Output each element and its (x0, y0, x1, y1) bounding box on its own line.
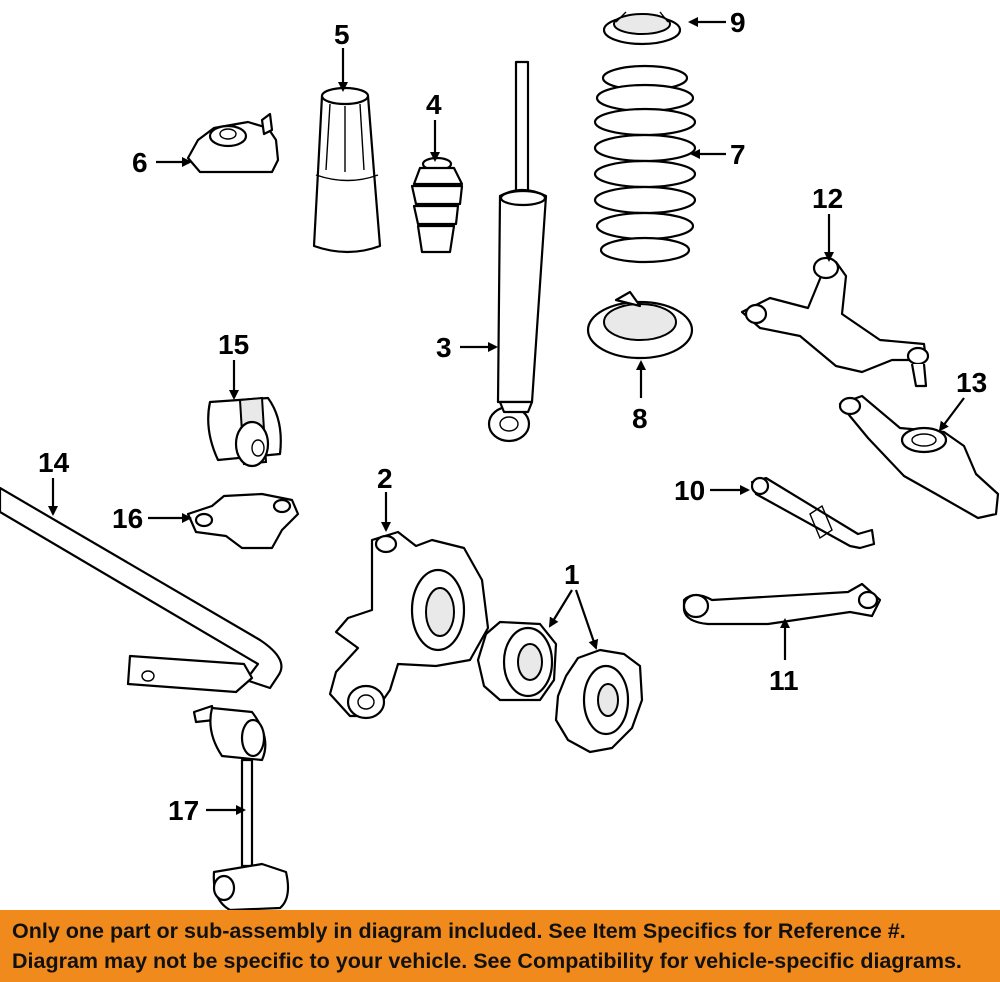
disclaimer-line-2: Diagram may not be specific to your vehi… (12, 949, 962, 973)
callout-16: 16 (112, 503, 143, 534)
callout-1: 1 (564, 559, 580, 590)
callout-labels: 1 2 3 4 5 6 7 8 9 10 11 12 13 14 15 16 1… (38, 7, 987, 826)
callout-9: 9 (730, 7, 746, 38)
callout-15: 15 (218, 329, 249, 360)
callout-3: 3 (436, 332, 452, 363)
part-12-upper-control-arm (740, 256, 930, 388)
part-1-hub-bearing-outer (554, 648, 644, 754)
leader-arrows (48, 17, 965, 815)
leader-13 (938, 397, 965, 432)
part-9-spring-seat-upper (602, 11, 682, 46)
callout-6: 6 (132, 147, 148, 178)
callout-13: 13 (956, 367, 987, 398)
part-15-stabilizer-bushing (207, 396, 282, 468)
part-4-bump-stop (410, 156, 464, 254)
part-8-spring-seat-lower (586, 290, 694, 360)
part-16-stabilizer-bracket (186, 492, 300, 550)
suspension-parts-diagram: 1 2 3 4 5 6 7 8 9 10 11 12 13 14 15 16 1… (0, 7, 1000, 910)
part-1-hub-bearing-inner (476, 620, 558, 702)
leader-1a (548, 589, 573, 628)
callout-8: 8 (632, 403, 648, 434)
disclaimer-banner: Only one part or sub-assembly in diagram… (0, 910, 1000, 982)
leader-1b (574, 589, 599, 650)
disclaimer-line-1: Only one part or sub-assembly in diagram… (12, 919, 906, 943)
callout-14: 14 (38, 447, 70, 478)
part-17-stabilizer-link (192, 704, 290, 910)
part-11-lateral-link (682, 582, 882, 626)
callout-17: 17 (168, 795, 199, 826)
callout-7: 7 (730, 139, 746, 170)
callout-11: 11 (769, 665, 799, 696)
callout-5: 5 (334, 19, 350, 50)
part-7-coil-spring (593, 64, 697, 264)
part-10-toe-link (750, 476, 876, 550)
part-3-shock-absorber (487, 60, 548, 443)
part-2-steering-knuckle (328, 530, 490, 720)
callout-2: 2 (377, 463, 393, 494)
part-14-stabilizer-bar (0, 486, 283, 694)
part-13-lower-control-arm (838, 394, 1000, 520)
callout-4: 4 (426, 89, 442, 120)
callout-10: 10 (674, 475, 705, 506)
callout-12: 12 (812, 183, 843, 214)
part-5-dust-boot (312, 86, 382, 254)
part-6-upper-mount (186, 112, 280, 174)
